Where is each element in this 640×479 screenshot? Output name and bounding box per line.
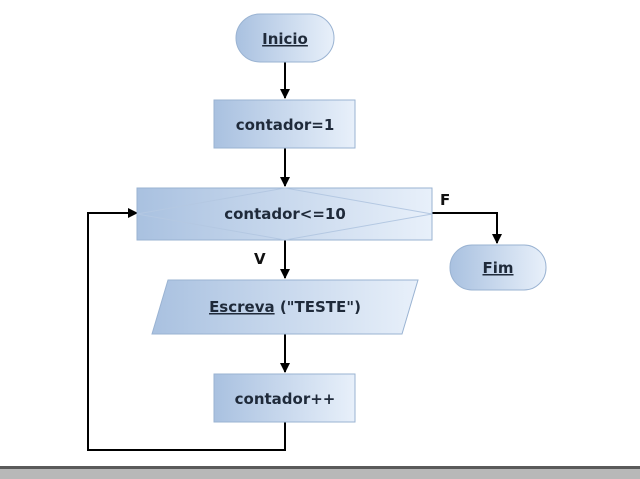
output-shape <box>151 279 419 335</box>
init-label: contador=1 <box>236 116 335 134</box>
increment-shape <box>213 373 356 423</box>
start-label: Inicio <box>262 30 308 48</box>
bottom-bar <box>0 466 640 479</box>
end-label: Fim <box>482 259 513 277</box>
output-keyword: Escreva <box>209 298 275 316</box>
true-edge-label: V <box>254 250 266 268</box>
false-edge-label: F <box>440 191 450 209</box>
condition-decision: contador<=10 <box>136 187 433 241</box>
connectors <box>87 62 502 451</box>
flowchart-diagram: Inicio contador=1 contador<=10 F V Fim E… <box>87 13 547 451</box>
edge-loop-back <box>87 208 286 451</box>
end-terminal: Fim <box>449 244 547 291</box>
increment-process: contador++ <box>213 373 356 423</box>
condition-label: contador<=10 <box>224 205 346 223</box>
output-argument: ("TESTE") <box>275 298 361 316</box>
end-shape <box>449 244 547 291</box>
start-shape <box>235 13 335 63</box>
init-shape <box>213 99 356 149</box>
edge-false-to-end <box>432 212 502 244</box>
init-process: contador=1 <box>213 99 356 149</box>
increment-label: contador++ <box>235 390 336 408</box>
start-terminal: Inicio <box>235 13 335 63</box>
output-label: Escreva ("TESTE") <box>209 298 361 316</box>
condition-diamond <box>136 187 433 241</box>
output-io: Escreva ("TESTE") <box>151 279 419 335</box>
